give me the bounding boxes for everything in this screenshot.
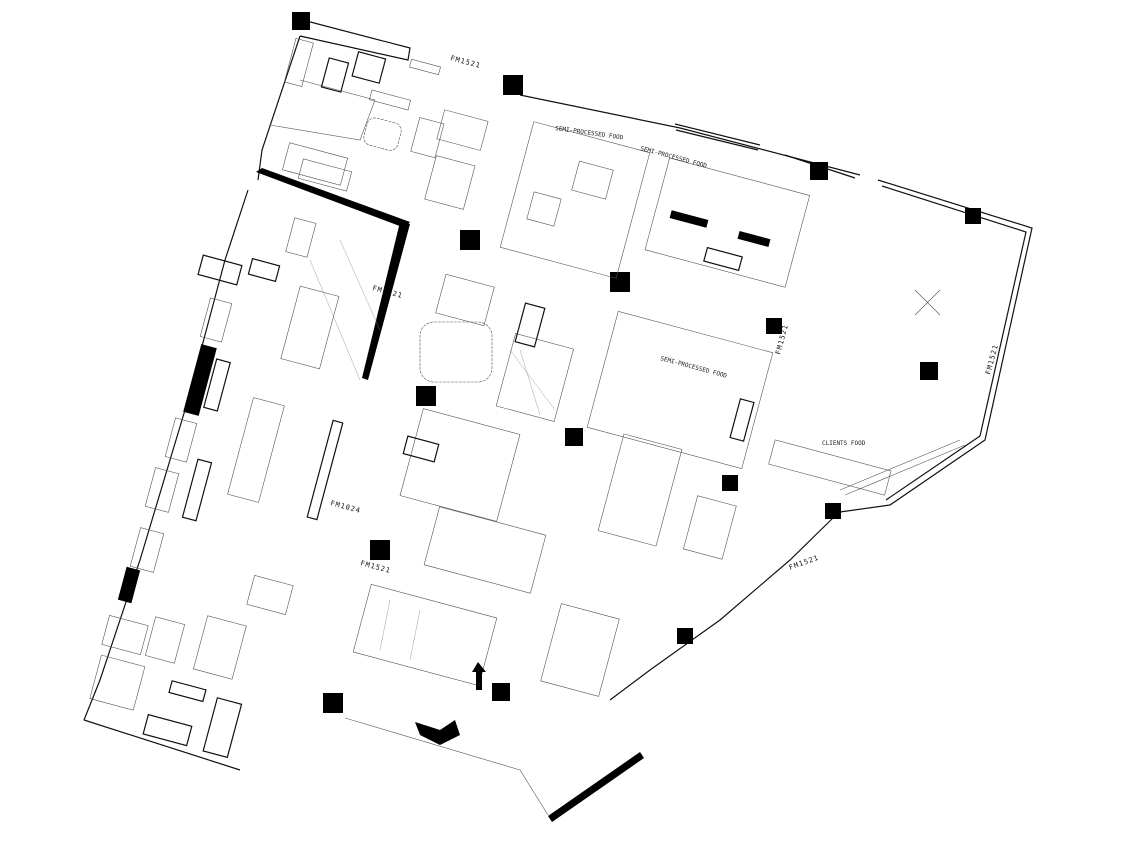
fm-tag: FM1024 (329, 499, 361, 515)
label-clients-food: CLIENTS FOOD (822, 440, 866, 447)
label-semi-processed-food: SEMI-PROCESSED FOOD (555, 125, 624, 142)
text-labels: SEMI-PROCESSED FOOD SEMI-PROCESSED FOOD … (329, 54, 1000, 575)
top-left-room-block (269, 38, 489, 210)
left-equipment-strip (89, 254, 294, 759)
entry-markers (415, 662, 486, 745)
label-semi-processed-food-2: SEMI-PROCESSED FOOD (639, 145, 707, 170)
fm-tag: FM1521 (359, 559, 391, 575)
center-rooms (352, 273, 574, 686)
semi-processed-rooms (499, 121, 811, 697)
structural-columns (292, 12, 981, 713)
center-left-aisle (227, 217, 381, 521)
clients-food-counter (768, 289, 966, 496)
outer-walls (83, 17, 1033, 822)
fm-tag: FM1521 (449, 54, 481, 70)
fm-tag: FM1521 (788, 554, 820, 572)
label-semi-processed-food-3: SEMI-PROCESSED FOOD (659, 355, 727, 380)
